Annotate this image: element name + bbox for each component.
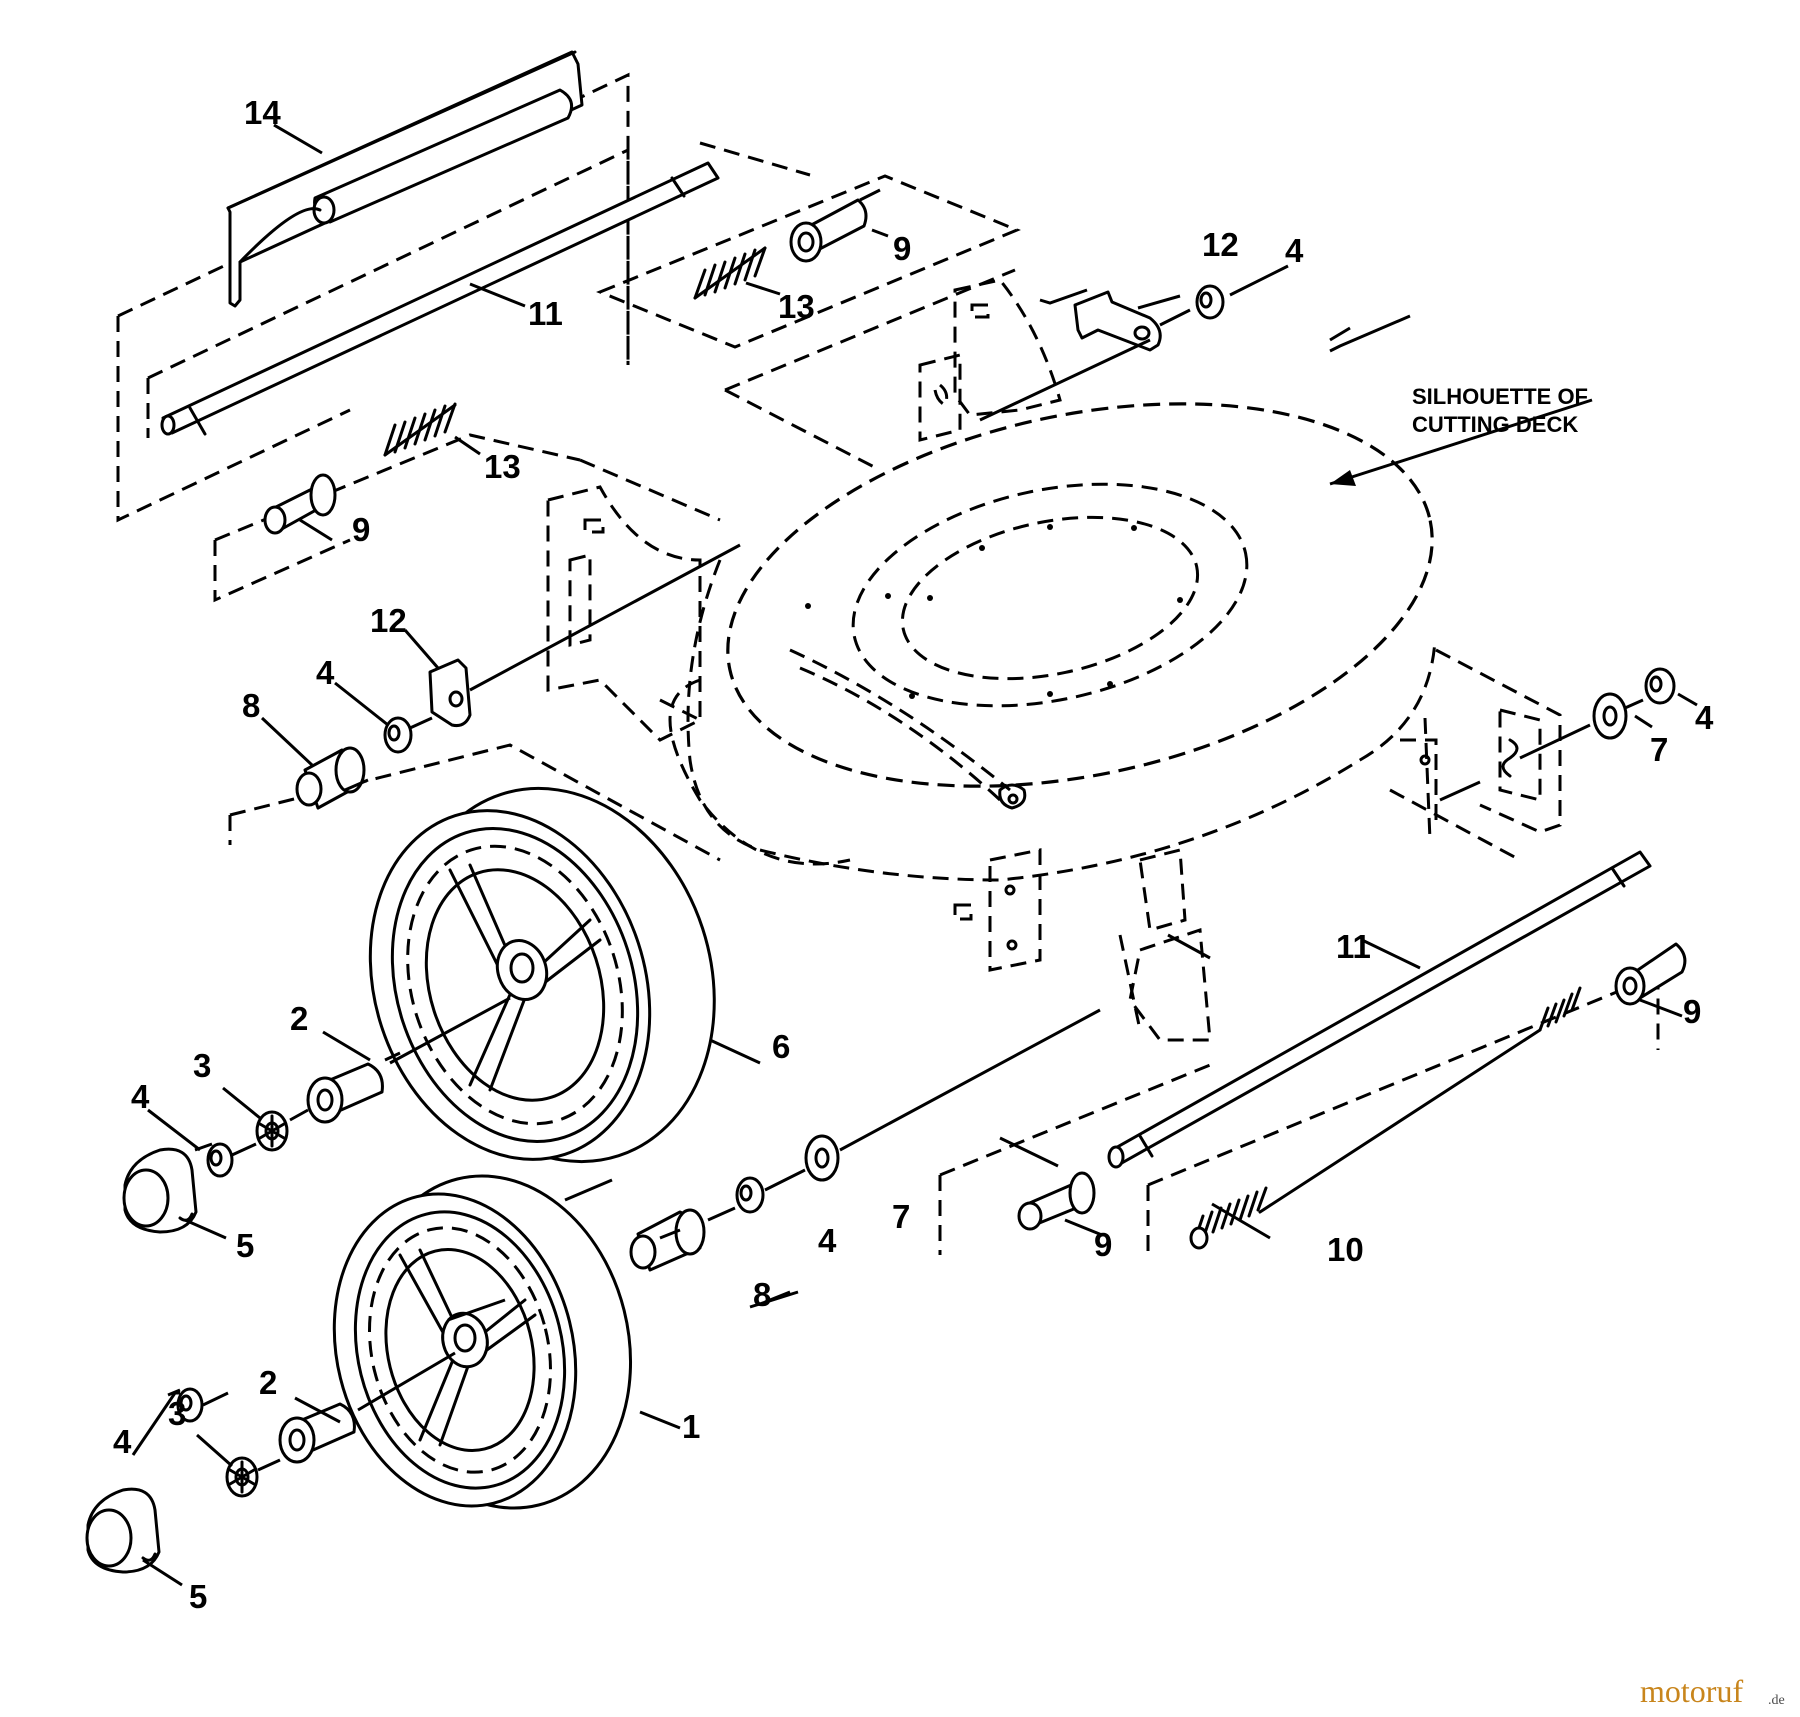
label-5-lower: 5 [189,1578,207,1615]
label-4-wheel-upper: 4 [131,1078,150,1115]
leader-lines [131,123,1698,1587]
watermark: motoruf .de [1640,1673,1785,1709]
label-1: 1 [682,1408,700,1445]
label-7-right: 7 [1650,731,1668,768]
rear-left-bracket [546,485,702,742]
wheel-bushing-lower [278,1402,356,1464]
spring-lower [383,402,457,457]
watermark-brand: motoruf [1640,1673,1743,1709]
label-13-lower: 13 [484,448,521,485]
bushing-lower-left [1017,1171,1096,1231]
upper-axle [160,161,720,436]
star-washer-lower [225,1456,259,1498]
label-7-center: 7 [892,1198,910,1235]
label-11-upper: 11 [528,295,563,332]
label-3-upper: 3 [193,1047,211,1084]
label-4-center: 4 [818,1222,837,1259]
wheel-upper [368,786,716,1164]
adjuster-bracket-lower [428,658,472,727]
label-8-upper: 8 [242,687,260,724]
retaining-ring-center [735,1176,765,1214]
label-11-lower: 11 [1336,928,1371,965]
spring-upper [693,246,767,300]
lower-axle [1107,850,1652,1169]
label-2-upper: 2 [290,1000,308,1037]
washer-center [804,1134,840,1182]
label-5-upper: 5 [236,1227,254,1264]
bushing-lower-right [1614,942,1687,1006]
hub-cap-lower [85,1487,161,1574]
handle-bracket [226,50,584,308]
label-12-lower: 12 [370,602,407,639]
retaining-ring-upper-right [1195,284,1225,320]
hub-cap-upper [122,1147,198,1234]
callout-line-2: CUTTING DECK [1412,412,1578,437]
label-4-wheel-lower: 4 [113,1423,132,1460]
wheel-bushing-upper [306,1062,384,1124]
label-13-upper: 13 [778,288,815,325]
deck-callout: SILHOUETTE OF CUTTING DECK [1412,384,1588,437]
cutting-deck-silhouette [668,402,1437,882]
rear-right-bracket [918,278,1062,442]
label-6: 6 [772,1028,790,1065]
watermark-tld: .de [1768,1693,1785,1708]
label-8-lower: 8 [753,1276,771,1313]
retaining-ring-wheel-lower [176,1387,204,1423]
label-10: 10 [1327,1231,1364,1268]
label-14: 14 [244,94,281,131]
bushing-upper-left [263,473,337,535]
assembly-envelopes [116,72,1660,1260]
front-left-bracket [953,848,1212,1042]
shoulder-bolt-lower [629,1208,706,1272]
bushing-upper-right [789,198,868,263]
label-4-upper-right: 4 [1285,232,1304,269]
label-9-lower-right: 9 [1683,993,1701,1030]
shoulder-bolt-upper [295,746,366,810]
label-2-lower: 2 [259,1364,277,1401]
wheel-lower [332,1174,633,1510]
star-washer-upper [255,1110,289,1152]
label-9-upper-right: 9 [893,230,911,267]
callout-arrowhead [1330,470,1356,486]
part-labels: 14 11 9 13 12 4 13 9 12 4 8 4 7 11 9 6 2… [113,94,1714,1615]
front-right-bracket [1400,648,1562,841]
adjuster-bracket-upper [1073,290,1162,352]
retaining-ring-left-mid [383,716,413,754]
washer-right [1592,692,1628,740]
label-3-lower: 3 [168,1395,186,1432]
label-4-right: 4 [1695,699,1714,736]
callout-line-1: SILHOUETTE OF [1412,384,1588,409]
retaining-ring-right-front [1644,667,1676,705]
label-9-upper-left: 9 [352,511,370,548]
retaining-ring-wheel-upper [206,1142,234,1178]
label-9-lower-left: 9 [1094,1226,1112,1263]
label-4-left-mid: 4 [316,654,335,691]
spring-ten [1189,986,1582,1250]
label-12-upper: 12 [1202,226,1239,263]
